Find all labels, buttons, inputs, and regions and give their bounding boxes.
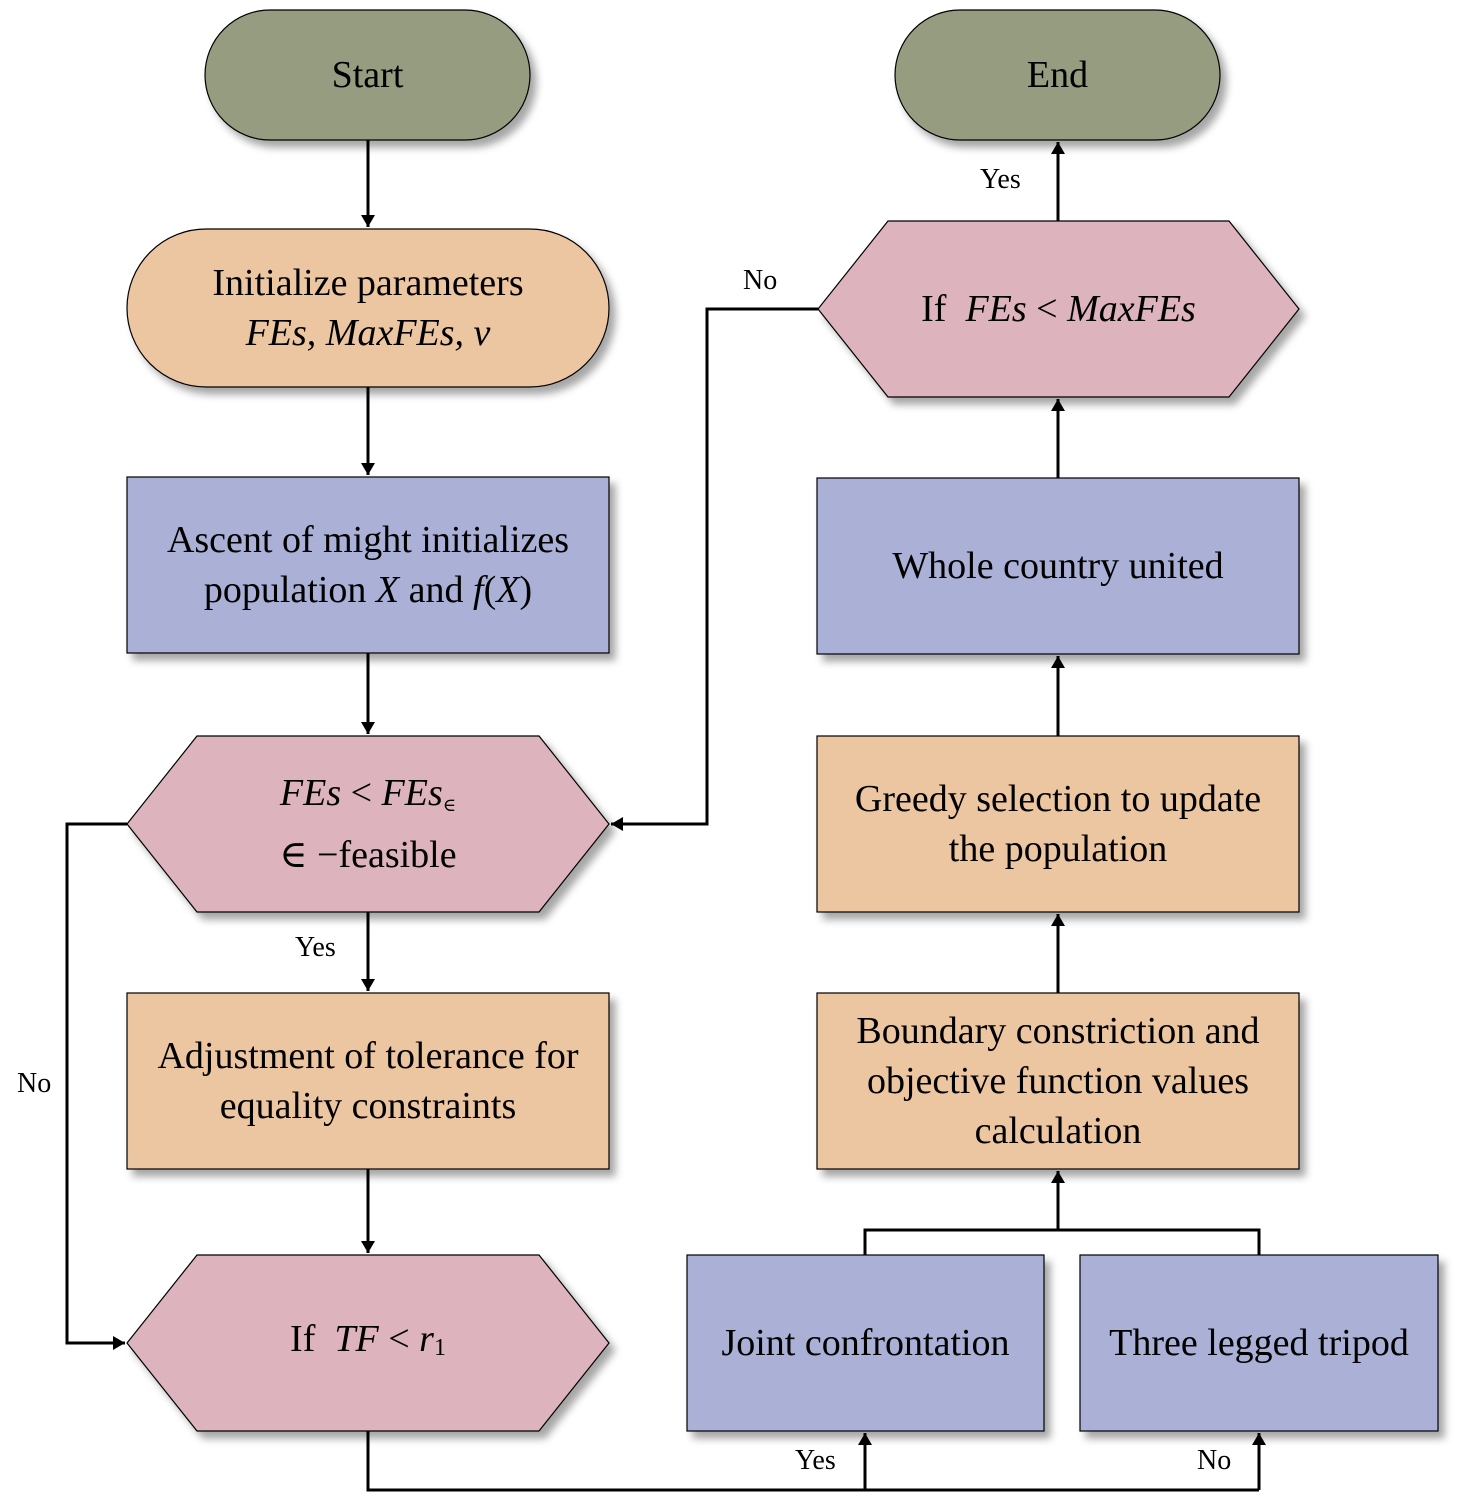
feasible-decision-node [126,735,610,913]
edge-tf-bottom [366,1431,1259,1492]
greedy-selection-node [816,735,1300,913]
fes-decision-node [817,220,1300,398]
three-legged-tripod-node [1079,1254,1439,1432]
boundary-constriction-node [816,992,1300,1170]
edge-feasible-no [65,822,127,1350]
start-terminal [204,9,531,141]
adjust-tolerance-node [126,992,610,1170]
edge-label-feasible-yes: Yes [293,932,338,964]
ascent-of-might-node [126,476,610,654]
initialize-parameters-node [126,228,610,388]
end-terminal [894,9,1221,141]
edge-merge [863,1228,1261,1255]
edge-fes-no [611,307,818,831]
edge-label-fes-no: No [741,265,780,297]
whole-country-united-node [816,477,1300,655]
edge-label-tf-no: No [1195,1445,1234,1477]
joint-confrontation-node [686,1254,1045,1432]
edge-label-fes-yes: Yes [978,164,1023,196]
tf-decision-node [126,1254,610,1432]
edge-label-feasible-no: No [15,1068,54,1100]
edge-label-tf-yes: Yes [793,1445,838,1477]
